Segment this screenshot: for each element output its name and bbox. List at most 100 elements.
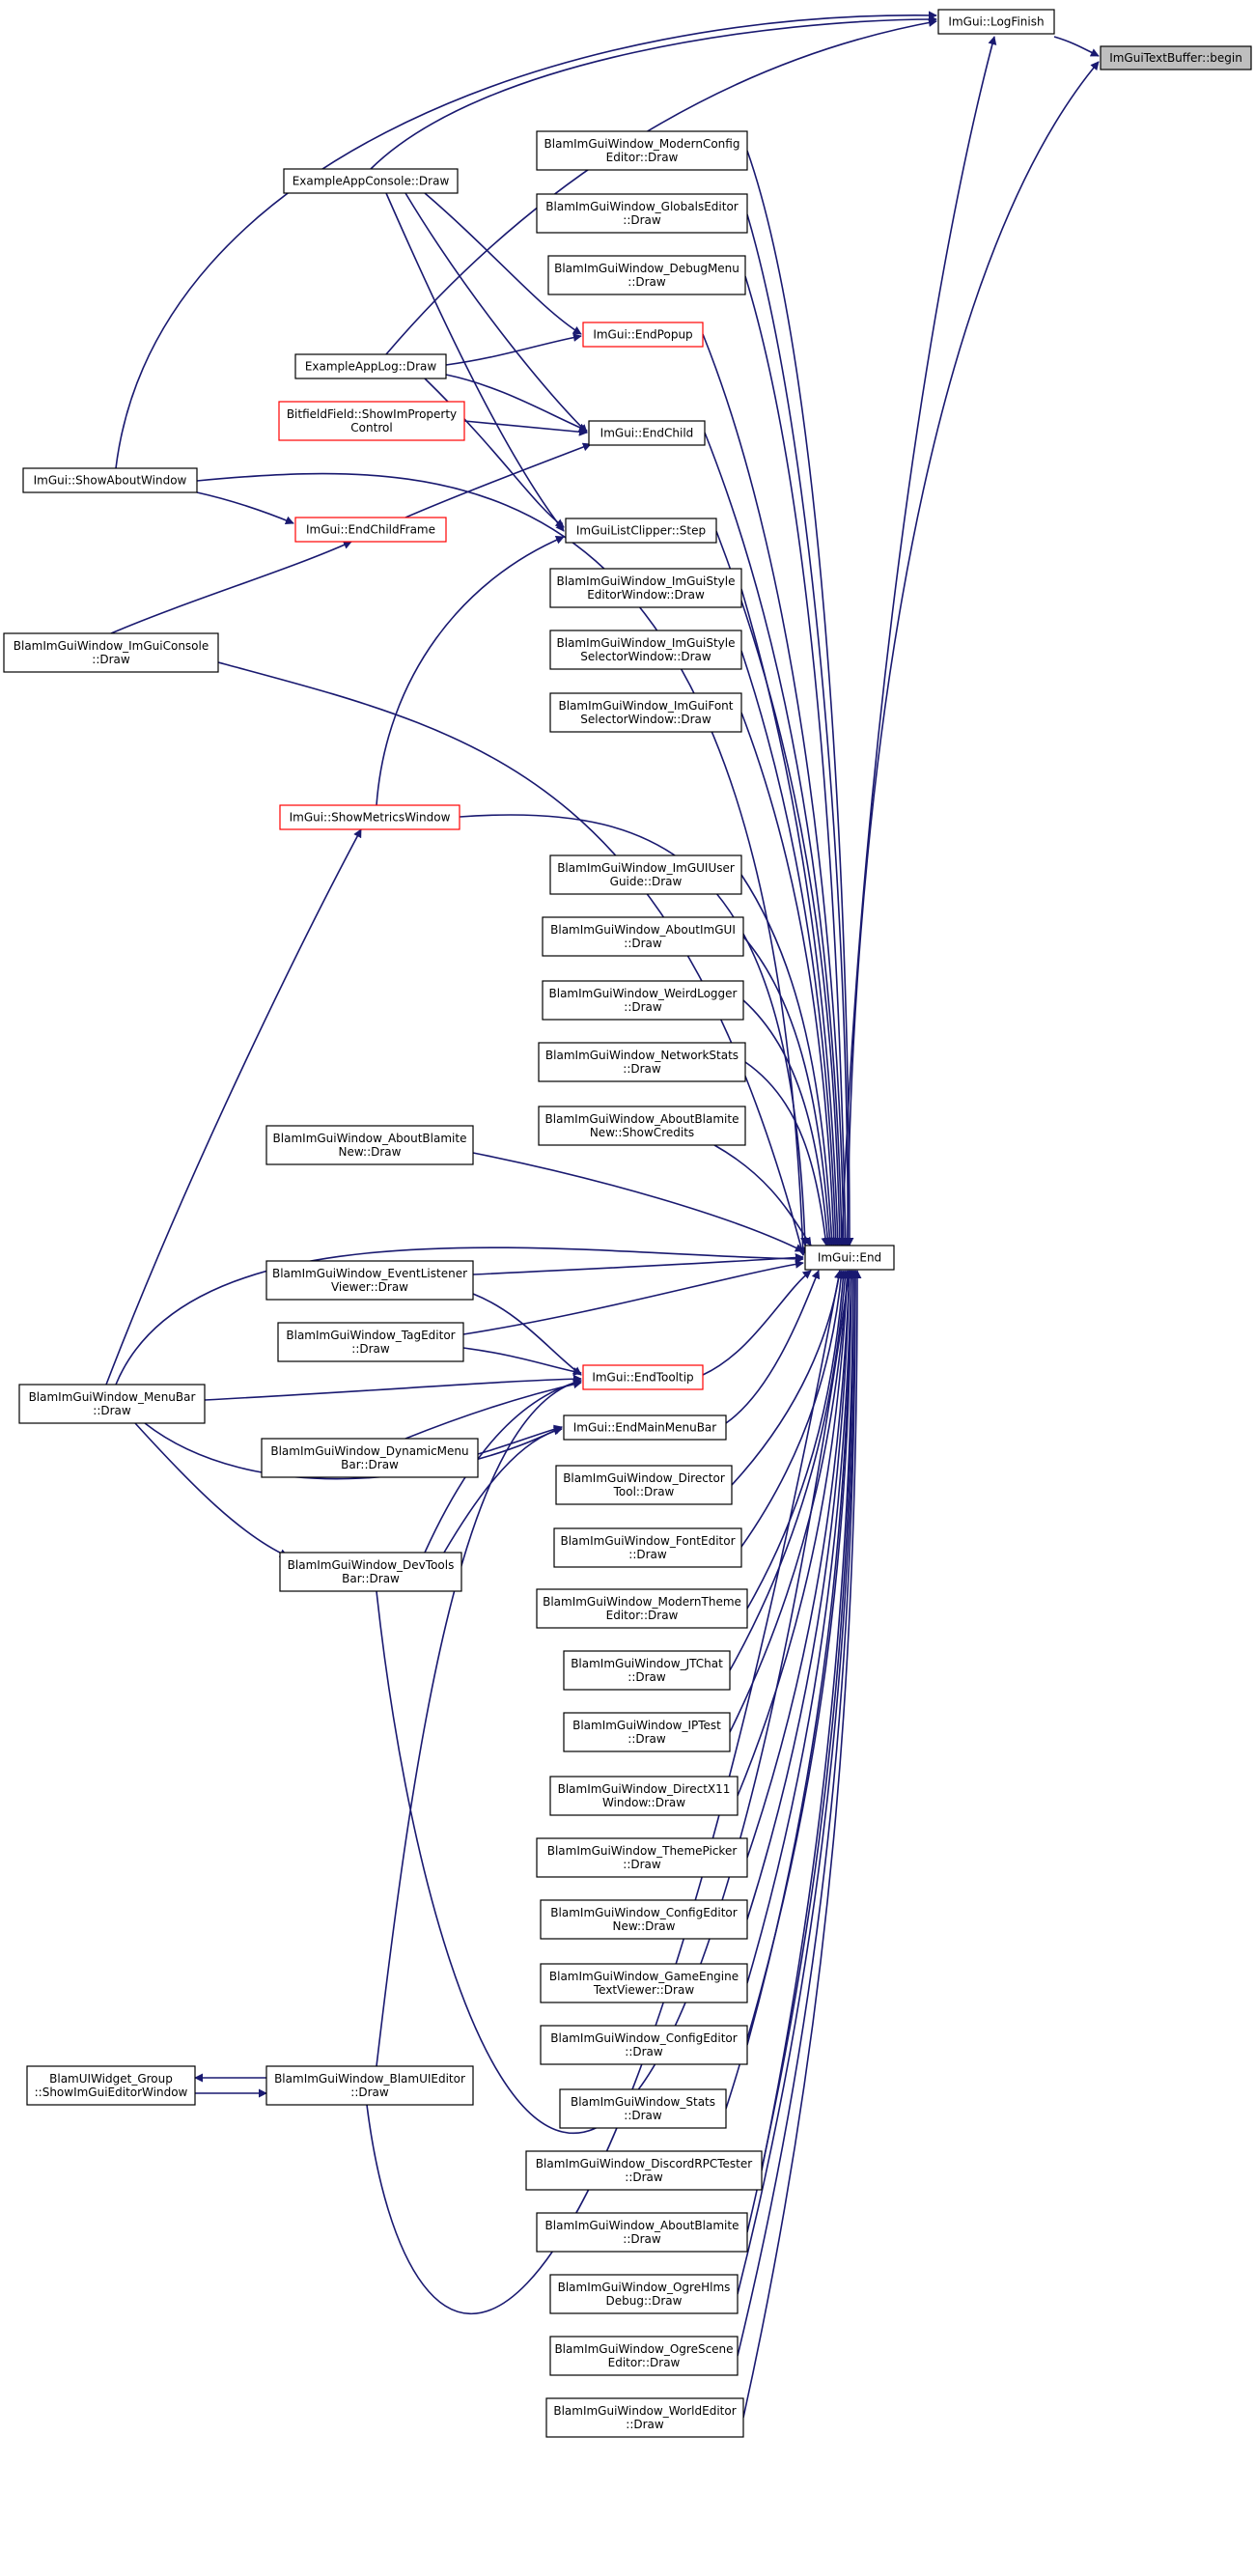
- node-label: ::Draw: [625, 2045, 663, 2058]
- node-endpopup[interactable]: ImGui::EndPopup: [582, 322, 704, 348]
- node-example-console[interactable]: ExampleAppConsole::Draw: [283, 168, 459, 194]
- node-font-editor[interactable]: BlamImGuiWindow_FontEditor::Draw: [553, 1527, 742, 1568]
- node-endchild[interactable]: ImGui::EndChild: [588, 420, 706, 446]
- edge-showabout-to-logfinish: [115, 11, 937, 469]
- node-end[interactable]: ImGui::End: [804, 1245, 895, 1271]
- node-font-selector[interactable]: BlamImGuiWindow_ImGuiFontSelectorWindow:…: [549, 692, 742, 733]
- edge-ogrehlms-to-end: [737, 1270, 860, 2295]
- node-show-about[interactable]: ImGui::ShowAboutWindow: [22, 467, 198, 493]
- node-discord-rpc[interactable]: BlamImGuiWindow_DiscordRPCTester::Draw: [525, 2150, 763, 2191]
- node-style-selector[interactable]: BlamImGuiWindow_ImGuiStyleSelectorWindow…: [549, 630, 742, 670]
- node-box: [279, 1552, 462, 1592]
- node-box: [542, 980, 744, 1021]
- node-config-editor[interactable]: BlamImGuiWindow_ConfigEditor::Draw: [540, 2025, 748, 2065]
- node-game-engine-text[interactable]: BlamImGuiWindow_GameEngineTextViewer::Dr…: [540, 1963, 748, 2003]
- edge-menubar-to-metrics: [105, 828, 362, 1386]
- node-label: BlamImGuiWindow_AboutImGUI: [550, 923, 736, 937]
- edge-log-to-listclipper: [424, 378, 565, 528]
- node-endmainmenubar[interactable]: ImGui::EndMainMenuBar: [563, 1414, 727, 1441]
- node-label: ::Draw: [628, 1732, 666, 1746]
- node-endchildframe[interactable]: ImGui::EndChildFrame: [294, 517, 447, 543]
- node-label: BlamImGuiWindow_OgreScene: [554, 2342, 733, 2356]
- edge-console-draw-to-endchildframe: [110, 541, 352, 634]
- node-box: [565, 518, 717, 544]
- node-about-imgui[interactable]: BlamImGuiWindow_AboutImGUI::Draw: [542, 916, 744, 957]
- node-textbuffer-begin[interactable]: ImGuiTextBuffer::begin: [1100, 45, 1252, 70]
- node-logfinish[interactable]: ImGui::LogFinish: [937, 9, 1055, 35]
- edge-ogrescene-to-end: [737, 1270, 860, 2357]
- node-label: ::ShowImGuiEditorWindow: [35, 2086, 188, 2099]
- edge-themepicker-to-end: [746, 1270, 854, 1859]
- node-label: Guide::Draw: [610, 875, 683, 888]
- node-metrics[interactable]: ImGui::ShowMetricsWindow: [279, 804, 460, 830]
- edge-configeditornew-to-end: [746, 1270, 854, 1920]
- node-network-stats[interactable]: BlamImGuiWindow_NetworkStats::Draw: [538, 1042, 746, 1082]
- node-stats[interactable]: BlamImGuiWindow_Stats::Draw: [559, 2088, 727, 2129]
- node-widget-group[interactable]: BlamUIWidget_Group::ShowImGuiEditorWindo…: [26, 2065, 196, 2106]
- node-jtchat[interactable]: BlamImGuiWindow_JTChat::Draw: [563, 1650, 731, 1691]
- edge-directx11-to-end: [737, 1270, 852, 1797]
- edge-stats-to-end: [725, 1270, 856, 2110]
- node-label: ImGui::EndTooltip: [592, 1371, 693, 1385]
- node-label: ImGui::EndChild: [600, 427, 694, 440]
- edge-log-to-logfinish: [385, 18, 937, 355]
- node-theme-picker[interactable]: BlamImGuiWindow_ThemePicker::Draw: [536, 1837, 748, 1878]
- node-box: [549, 692, 742, 733]
- node-globals-editor[interactable]: BlamImGuiWindow_GlobalsEditor::Draw: [536, 193, 748, 234]
- edge-log-to-endchild: [445, 374, 588, 433]
- edge-showabout-to-end: [196, 472, 808, 1256]
- node-tag-editor[interactable]: BlamImGuiWindow_TagEditor::Draw: [277, 1322, 464, 1362]
- node-example-log[interactable]: ExampleAppLog::Draw: [294, 353, 447, 379]
- edge-log-to-endpopup: [445, 333, 582, 366]
- node-endtooltip[interactable]: ImGui::EndTooltip: [582, 1364, 704, 1390]
- edge-devtools-to-endtooltip: [424, 1378, 582, 1554]
- edge-menubar-to-endmainmenubar: [144, 1422, 563, 1480]
- node-label: Editor::Draw: [608, 2356, 681, 2369]
- edge-console-to-listclipper: [385, 192, 565, 532]
- node-imgui-console[interactable]: BlamImGuiWindow_ImGuiConsole::Draw: [3, 632, 219, 673]
- node-event-listener[interactable]: BlamImGuiWindow_EventListenerViewer::Dra…: [265, 1260, 474, 1301]
- node-box: [536, 130, 748, 171]
- node-box: [261, 1438, 479, 1478]
- node-show-credits[interactable]: BlamImGuiWindow_AboutBlamiteNew::ShowCre…: [538, 1106, 746, 1146]
- node-blam-ui-editor[interactable]: BlamImGuiWindow_BlamUIEditor::Draw: [265, 2065, 474, 2106]
- node-box: [538, 1042, 746, 1082]
- node-label: ImGui::EndPopup: [593, 328, 692, 342]
- node-menubar[interactable]: BlamImGuiWindow_MenuBar::Draw: [18, 1384, 206, 1424]
- node-weird-logger[interactable]: BlamImGuiWindow_WeirdLogger::Draw: [542, 980, 744, 1021]
- node-box: [549, 854, 742, 895]
- node-label: Debug::Draw: [606, 2294, 683, 2308]
- node-about-blamite[interactable]: BlamImGuiWindow_AboutBlamite::Draw: [536, 2212, 748, 2253]
- edge-tageditor-to-endtooltip: [462, 1347, 582, 1376]
- node-box: [559, 2088, 727, 2129]
- node-label: BlamImGuiWindow_EventListener: [272, 1267, 467, 1280]
- node-box: [279, 804, 460, 830]
- node-label: Editor::Draw: [606, 151, 679, 164]
- node-debug-menu[interactable]: BlamImGuiWindow_DebugMenu::Draw: [547, 255, 746, 295]
- node-iptest[interactable]: BlamImGuiWindow_IPTest::Draw: [563, 1712, 731, 1752]
- node-label: Window::Draw: [602, 1796, 685, 1809]
- node-label: Tool::Draw: [613, 1485, 675, 1498]
- node-label: ImGui::ShowMetricsWindow: [290, 811, 451, 825]
- edge-console-to-endchild: [404, 192, 588, 434]
- node-label: ::Draw: [624, 937, 662, 950]
- node-style-editor[interactable]: BlamImGuiWindow_ImGuiStyleEditorWindow::…: [549, 568, 742, 608]
- node-box: [525, 2150, 763, 2191]
- node-label: ImGui::EndMainMenuBar: [573, 1421, 717, 1435]
- node-box: [937, 9, 1055, 35]
- node-world-editor[interactable]: BlamImGuiWindow_WorldEditor::Draw: [545, 2397, 744, 2438]
- node-listclipper[interactable]: ImGuiListClipper::Step: [565, 518, 717, 544]
- node-label: BlamImGuiWindow_ThemePicker: [547, 1844, 738, 1858]
